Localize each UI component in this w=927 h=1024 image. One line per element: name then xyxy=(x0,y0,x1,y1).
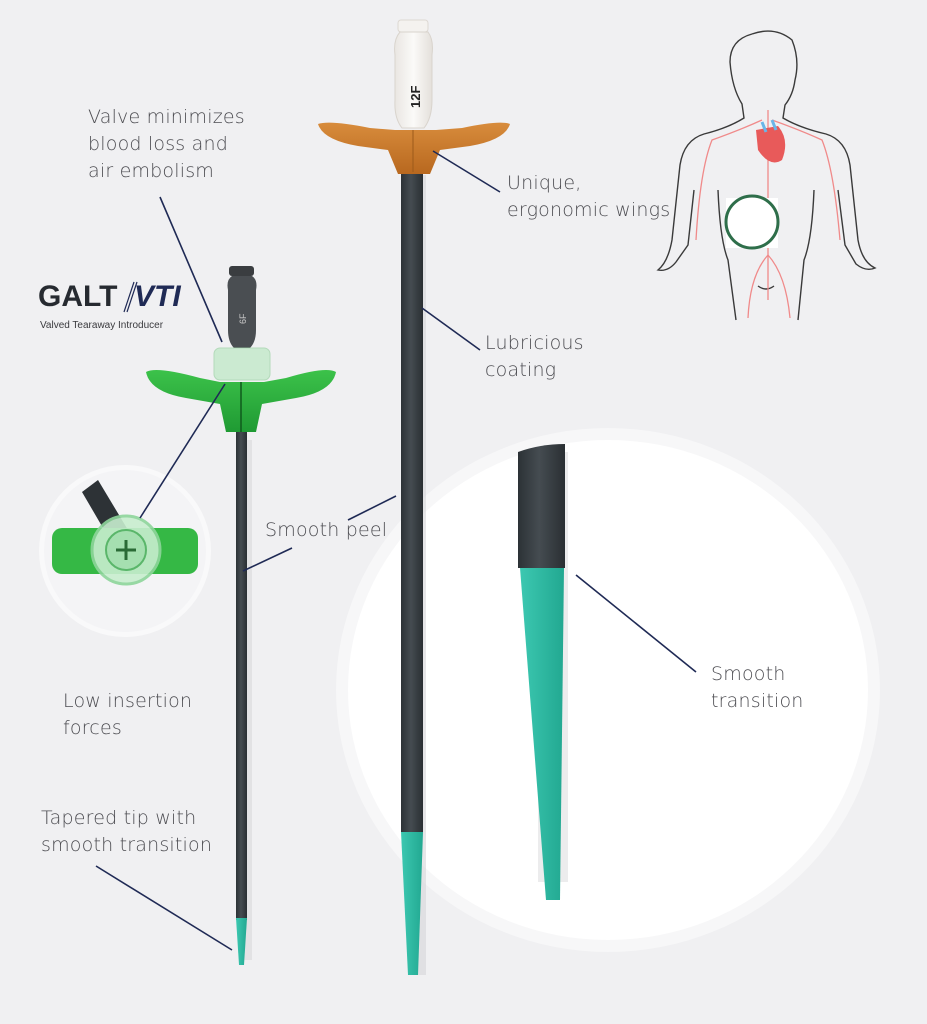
leader-peel-left xyxy=(242,547,293,572)
small-sheath xyxy=(236,430,247,920)
hub-size-label-6f: 6F xyxy=(238,313,248,324)
leader-valve xyxy=(159,196,223,343)
leader-valve-closeup xyxy=(139,383,226,519)
callout-insertion-line: Low insertion xyxy=(63,690,193,712)
callout-valve-line: blood loss and xyxy=(88,133,228,155)
small-tapered-tip xyxy=(236,918,247,965)
callout-valve-line: Valve minimizes xyxy=(88,106,245,128)
callout-wings: Unique, ergonomic wings xyxy=(507,170,670,224)
callout-insertion: Low insertion forces xyxy=(63,688,192,742)
small-introducer: 6F xyxy=(146,266,336,965)
callout-tapered-tip-line: Tapered tip with xyxy=(41,807,197,829)
logo-slash-icon xyxy=(123,281,138,313)
callout-valve: Valve minimizes blood loss and air embol… xyxy=(88,104,245,185)
anatomy-figure xyxy=(656,30,877,321)
logo-subtitle: Valved Tearaway Introducer xyxy=(40,320,164,331)
galt-vti-logo: GALT VTI Valved Tearaway Introducer xyxy=(38,280,188,336)
hub-size-label-12f: 12F xyxy=(408,86,423,108)
large-introducer: 12F xyxy=(318,19,510,975)
vein-icon xyxy=(760,119,778,133)
leader-peel-right xyxy=(347,495,397,521)
callout-insertion-line: forces xyxy=(63,717,122,739)
detail-magnifier-circle xyxy=(348,440,868,940)
logo-main-text: GALT xyxy=(38,280,118,313)
access-region-ring-icon xyxy=(724,194,780,250)
callout-wings-line: ergonomic wings xyxy=(507,199,671,221)
callout-coating-line: Lubricious xyxy=(485,332,584,354)
large-sheath xyxy=(401,172,423,832)
callout-peel-line: Smooth peel xyxy=(265,519,388,541)
leader-tapered-tip xyxy=(95,865,233,951)
callout-wings-line: Unique, xyxy=(507,172,582,194)
valve-closeup xyxy=(52,480,198,586)
leader-transition xyxy=(575,574,697,673)
leader-wings xyxy=(432,150,501,193)
logo-vti-text: VTI xyxy=(134,280,181,313)
callout-coating-line: coating xyxy=(485,359,557,381)
callout-transition: Smooth transition xyxy=(711,661,804,715)
callout-transition-line: transition xyxy=(711,690,804,712)
large-tapered-tip xyxy=(401,832,423,975)
callout-tapered-tip-line: smooth transition xyxy=(41,834,213,856)
leader-coating xyxy=(421,307,481,351)
callout-tapered-tip: Tapered tip with smooth transition xyxy=(41,805,212,859)
callout-peel: Smooth peel xyxy=(265,517,387,544)
orange-ergonomic-wings xyxy=(318,122,510,174)
magnified-tip xyxy=(518,444,568,900)
callout-leaders xyxy=(95,150,697,951)
callout-valve-line: air embolism xyxy=(88,160,215,182)
callout-transition-line: Smooth xyxy=(711,663,786,685)
callout-coating: Lubricious coating xyxy=(485,330,584,384)
heart-icon xyxy=(756,126,786,163)
